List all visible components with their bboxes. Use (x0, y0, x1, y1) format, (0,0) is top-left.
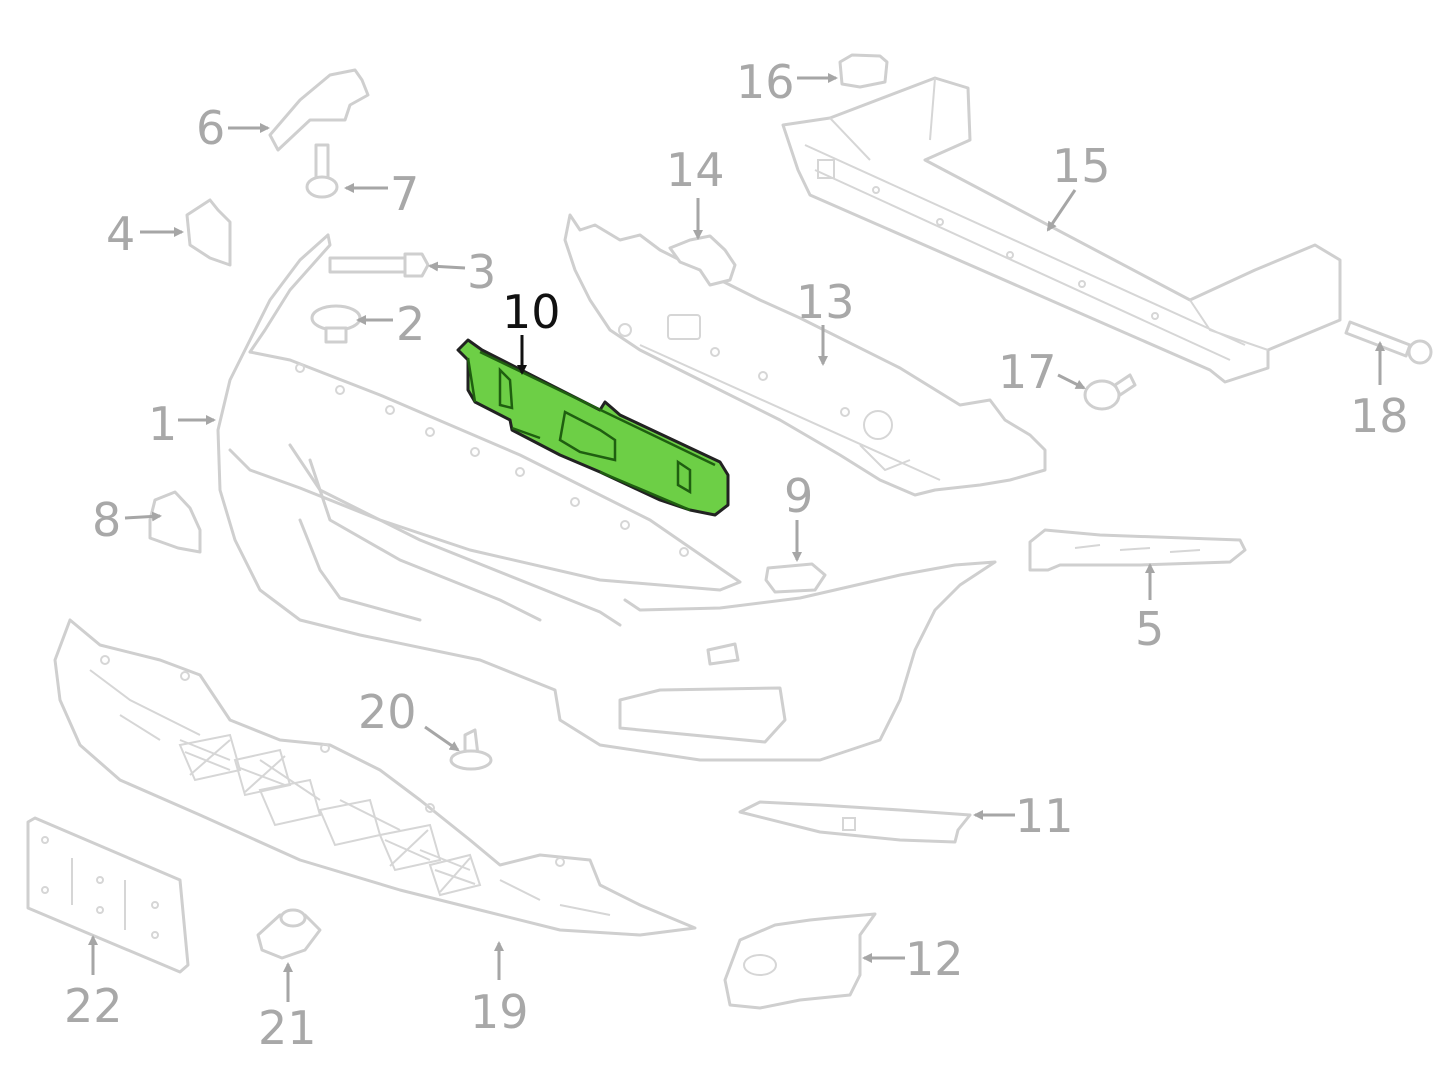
part-22-plate-bracket (26, 816, 190, 974)
callout-17: 17 (998, 345, 1057, 399)
callout-15: 15 (1052, 139, 1111, 193)
leader-17 (1057, 373, 1086, 390)
callout-1: 1 (148, 397, 177, 451)
callout-18: 18 (1350, 389, 1409, 443)
part-20-clip (449, 728, 493, 771)
part-2-push-clip (310, 304, 362, 344)
part-21-nut-clip (256, 908, 322, 960)
part-4-bracket (185, 198, 232, 267)
part-10-highlighted-bracket (456, 338, 730, 517)
callout-16: 16 (736, 55, 795, 109)
leader-15 (1046, 189, 1077, 232)
callout-4: 4 (106, 207, 135, 261)
callout-9: 9 (784, 469, 813, 523)
part-18-bolt (1344, 320, 1433, 365)
callout-3: 3 (467, 245, 496, 299)
callout-10: 10 (502, 285, 561, 339)
part-5-side-bracket (1028, 528, 1247, 572)
part-16-bump-stop (838, 53, 889, 89)
part-8-bracket (148, 490, 202, 554)
callout-20: 20 (358, 685, 417, 739)
callout-14: 14 (666, 143, 725, 197)
part-19-under-shield (53, 618, 697, 937)
callout-8: 8 (92, 493, 121, 547)
callout-19: 19 (470, 985, 529, 1039)
callout-21: 21 (258, 1001, 317, 1055)
callout-12: 12 (905, 932, 964, 986)
callout-11: 11 (1015, 789, 1074, 843)
part-15-reinforcement-beam (781, 76, 1342, 384)
callout-5: 5 (1135, 602, 1164, 656)
callout-6: 6 (196, 101, 225, 155)
leader-lines (88, 73, 1385, 1002)
part-9-cap (764, 562, 827, 594)
part-12-bracket (723, 912, 877, 1010)
leader-8 (124, 511, 162, 522)
part-7-screw (305, 143, 339, 199)
part-1-bumper-cover (216, 233, 997, 762)
part-3-bolt (328, 252, 430, 278)
callout-labels: 1 2 3 4 5 6 7 8 9 10 11 12 13 14 15 16 1… (64, 55, 1409, 1055)
leader-3 (428, 261, 466, 272)
leader-20 (424, 725, 460, 752)
callout-2: 2 (396, 297, 425, 351)
callout-7: 7 (390, 167, 419, 221)
part-11-trim-strip (738, 800, 972, 844)
callout-22: 22 (64, 979, 123, 1033)
part-17-clip (1083, 373, 1137, 411)
part-6-bracket (268, 68, 370, 152)
part-13-absorber (563, 213, 1047, 497)
callout-13: 13 (796, 275, 855, 329)
